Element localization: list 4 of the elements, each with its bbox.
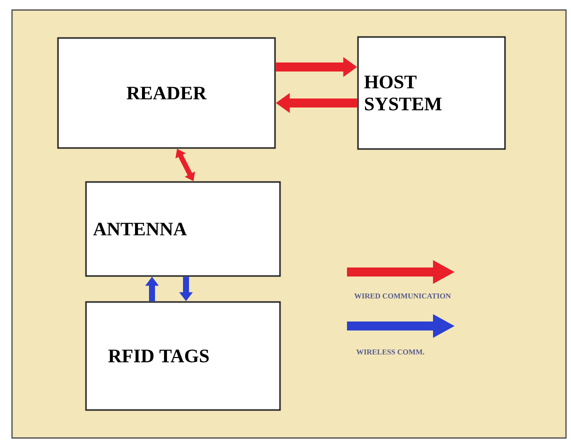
block-box: HOST SYSTEM	[357, 36, 506, 150]
block-box: READER	[57, 37, 276, 149]
block-box: ANTENNA	[85, 181, 281, 277]
block-box: RFID TAGS	[85, 301, 281, 411]
